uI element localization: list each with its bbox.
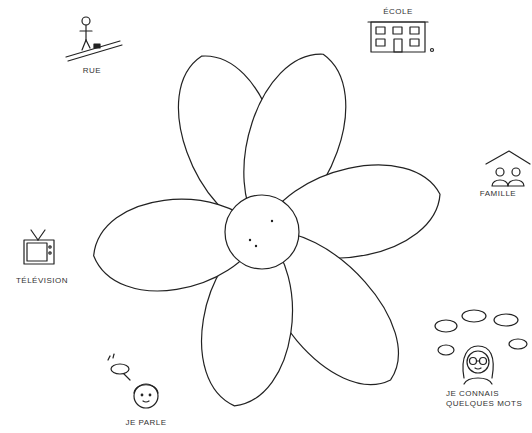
thinker-icon [435,310,527,384]
tv-knob [49,252,51,254]
sound-mark [108,356,110,360]
window [376,27,385,34]
street-line [66,41,120,57]
shoulders [464,378,492,384]
person-head [512,168,520,176]
speech-bubble [111,364,129,374]
icon-label: JE PARLE [106,418,186,428]
roof [368,21,428,22]
family-icon [486,151,530,186]
flower [87,40,449,413]
glasses [480,358,487,365]
ball [431,49,434,52]
icon-label: JE CONNAIS QUELQUES MOTS [446,389,526,409]
antenna [38,230,45,240]
face [134,384,158,408]
window [410,39,419,46]
curb [94,44,100,48]
person-body [85,25,86,40]
eye [141,394,143,396]
person-body [508,180,524,186]
icon-label: RUE [42,66,142,76]
mouth [143,401,149,402]
door [394,39,402,52]
building [371,22,425,52]
icon-label: TÉLÉVISION [2,276,82,286]
mouth [475,368,481,369]
dot [271,220,272,221]
tv-body [24,240,54,264]
thought-cloud [462,310,486,322]
dot [249,239,250,240]
sound-mark [113,354,114,358]
house-roof [486,151,530,164]
person-arm [80,30,92,31]
school-icon [368,22,434,52]
glasses-bridge [477,360,480,361]
person-head [82,17,90,25]
eye [149,394,151,396]
street-icon [66,17,122,61]
person-leg [86,40,90,48]
person-body [492,180,508,186]
street-line [68,45,122,61]
person-leg [82,40,86,50]
dot [255,245,256,246]
hair [134,385,158,393]
tv-icon [24,230,54,264]
hair [463,346,493,378]
thought-cloud [438,345,454,355]
thought-cloud [494,314,518,326]
icon-label: FAMILLE [463,189,532,199]
tv-screen [27,243,47,261]
window [393,27,402,34]
window [376,39,385,46]
window [410,27,419,34]
face [467,351,489,373]
speaker-icon [108,354,158,408]
thought-cloud [435,320,457,332]
speech-tail [124,374,130,380]
glasses [470,358,477,365]
thought-cloud [509,339,527,349]
tv-knob [49,246,51,248]
flower-center [225,195,299,269]
person-head [496,168,504,176]
icon-label: ÉCOLE [348,7,448,17]
antenna [31,230,38,240]
